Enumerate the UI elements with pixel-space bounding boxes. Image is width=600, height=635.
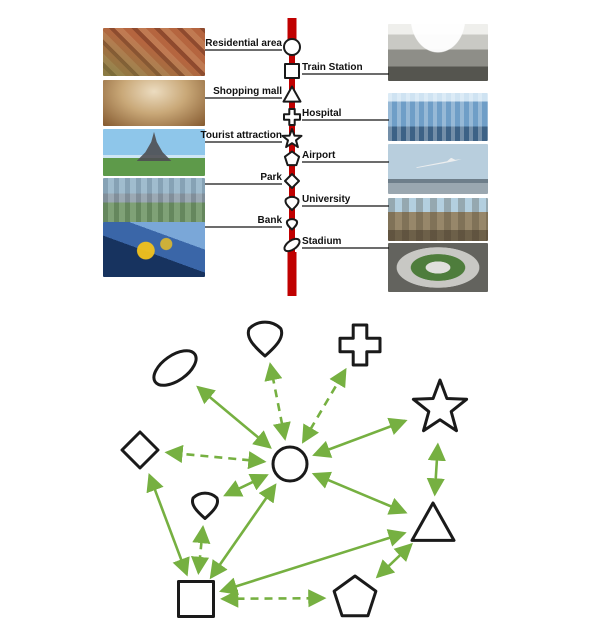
edge-residential-tourist	[312, 417, 408, 458]
photo-bank	[103, 222, 205, 277]
legend-label-hospital: Hospital	[302, 108, 342, 119]
legend-shape-park-icon	[284, 173, 300, 189]
timeline-line	[287, 18, 297, 296]
graph-node-airport-icon	[332, 574, 378, 618]
legend-label-stadium: Stadium	[302, 236, 342, 247]
legend-label-train: Train Station	[302, 62, 363, 73]
graph-node-tourist-icon	[411, 378, 469, 433]
legend-shape-bank-icon	[285, 218, 299, 231]
legend-shape-airport-icon	[283, 150, 301, 167]
legend-shape-mall-icon	[282, 85, 302, 103]
edge-tourist-mall	[426, 442, 446, 497]
legend-shape-tourist-icon	[281, 128, 303, 149]
graph-node-stadium-icon	[152, 349, 198, 387]
edge-residential-university	[264, 362, 291, 441]
graph-node-bank-icon	[191, 491, 219, 520]
legend-shape-stadium-icon	[283, 237, 301, 253]
edge-residential-park	[164, 444, 267, 470]
legend-shape-hospital-icon	[283, 108, 301, 126]
photo-stadium	[388, 243, 488, 292]
edge-residential-hospital	[301, 367, 347, 444]
legend-shape-train-icon	[284, 63, 300, 79]
legend-label-residential: Residential area	[205, 38, 282, 49]
photo-airport	[388, 144, 488, 194]
photo-tourist	[103, 129, 205, 176]
photo-park	[103, 178, 205, 223]
edge-mall-airport	[375, 542, 413, 579]
edge-residential-train	[209, 483, 277, 580]
legend-label-mall: Shopping mall	[213, 86, 282, 97]
photo-residential	[103, 28, 205, 76]
legend-shape-university-icon	[284, 195, 300, 211]
graph-node-train-icon	[177, 580, 215, 618]
edge-bank-train	[190, 524, 211, 576]
legend-label-bank: Bank	[257, 215, 282, 226]
edge-park-train	[146, 473, 190, 577]
photo-university	[388, 198, 488, 241]
legend-shape-residential-icon	[283, 38, 301, 56]
graph-node-mall-icon	[410, 501, 456, 542]
photo-mall	[103, 80, 205, 126]
legend-label-airport: Airport	[302, 150, 336, 161]
photo-hospital	[388, 93, 488, 141]
edge-train-mall	[218, 529, 407, 595]
legend-label-park: Park	[260, 172, 282, 183]
photo-train	[388, 24, 488, 81]
edge-residential-mall	[311, 471, 408, 515]
graph-node-hospital-icon	[338, 323, 382, 367]
edge-residential-bank	[223, 473, 269, 497]
legend-label-university: University	[302, 194, 351, 205]
legend-label-tourist: Tourist attraction	[200, 130, 282, 141]
graph-node-university-icon	[246, 320, 284, 358]
graph-node-park-icon	[120, 430, 160, 470]
edge-residential-stadium	[196, 385, 272, 449]
graph-node-residential-icon	[271, 445, 309, 483]
edge-train-airport	[220, 589, 327, 608]
